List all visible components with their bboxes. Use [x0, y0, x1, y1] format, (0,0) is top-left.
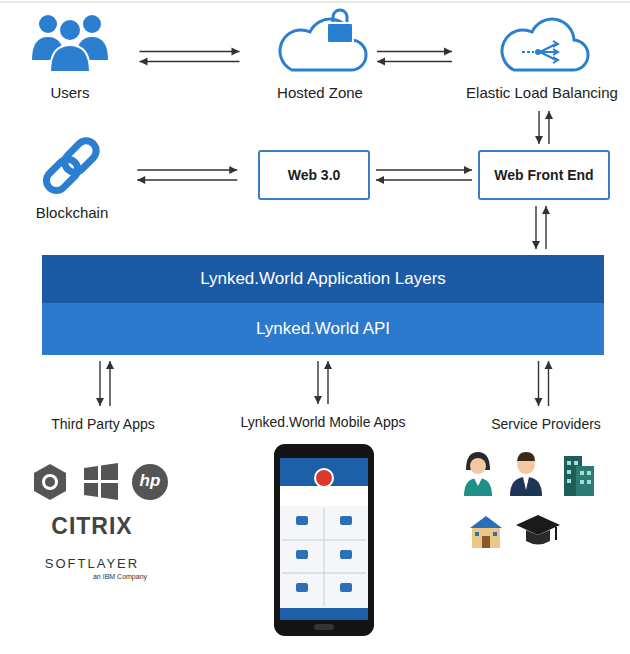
arrow-head — [444, 48, 452, 56]
double-arrow — [377, 48, 452, 66]
arrow-head — [376, 176, 384, 184]
node-text: Users — [50, 84, 89, 101]
node-text: Elastic Load Balancing — [466, 84, 618, 101]
school-icon — [470, 516, 502, 548]
arrow-head — [545, 111, 553, 119]
node-text: Lynked.World API — [256, 319, 390, 339]
double-arrow — [140, 48, 240, 66]
arrow-line — [377, 61, 452, 62]
icon-node: Users — [30, 8, 110, 105]
arrow-head — [96, 398, 104, 406]
double-arrow — [376, 166, 472, 184]
arrow-line — [376, 169, 472, 170]
arrow-line — [377, 51, 452, 52]
person-man-icon — [510, 452, 542, 496]
arrow-line — [137, 179, 237, 180]
arrow-line — [137, 169, 237, 170]
node-text: Web 3.0 — [288, 167, 341, 183]
arrow-head — [324, 361, 332, 369]
node-text: Service Providers — [491, 416, 601, 432]
logo-subtext: an IBM Company — [93, 573, 147, 580]
arrow-head — [464, 166, 472, 174]
icon-node: Blockchain — [28, 128, 117, 225]
node-text: Blockchain — [36, 204, 109, 221]
group-caption: Lynked.World Mobile Apps — [233, 410, 414, 434]
node-text: Lynked.World Mobile Apps — [241, 414, 406, 430]
office-building-icon — [564, 456, 594, 496]
layer-band: Lynked.World Application Layers — [42, 255, 604, 303]
double-arrow — [535, 361, 553, 406]
hp-logo — [132, 464, 168, 500]
arrow-head — [535, 398, 543, 406]
double-arrow — [535, 111, 553, 144]
layer-band: Lynked.World API — [42, 303, 604, 355]
arrow-head — [542, 206, 550, 214]
arrow-line — [140, 51, 240, 52]
double-arrow — [532, 206, 550, 249]
users-icon — [32, 15, 108, 72]
process-box: Web 3.0 — [258, 150, 370, 200]
arrow-head — [532, 241, 540, 249]
arrow-head — [140, 58, 148, 66]
chrome-logo — [34, 464, 66, 500]
double-arrow — [137, 166, 237, 184]
node-text: Third Party Apps — [51, 416, 155, 432]
group-caption: Service Providers — [483, 412, 609, 436]
node-text: Lynked.World Application Layers — [200, 269, 446, 289]
double-arrow — [96, 361, 114, 406]
arrow-head — [545, 361, 553, 369]
process-box: Web Front End — [478, 150, 610, 200]
phone-illustration — [274, 444, 374, 636]
double-arrow — [314, 361, 332, 404]
group-caption: Third Party Apps — [38, 412, 168, 436]
cloud-lock-icon — [280, 10, 366, 70]
chain-icon — [42, 137, 100, 195]
graduation-cap-icon — [516, 515, 560, 545]
windows-logo — [84, 463, 118, 500]
node-text: Hosted Zone — [277, 84, 363, 101]
logo-text: SOFTLAYER — [45, 556, 139, 571]
icon-node: Elastic Load Balancing — [458, 8, 626, 105]
person-woman-icon — [464, 452, 492, 496]
logo-text: hp — [140, 471, 161, 491]
top-rule — [0, 2, 630, 3]
arrow-head — [377, 58, 385, 66]
arrow-head — [232, 48, 240, 56]
node-text: Web Front End — [494, 167, 593, 183]
arrow-head — [137, 176, 145, 184]
logo-text: CITRIX — [51, 513, 132, 540]
arrow-head — [535, 136, 543, 144]
arrow-line — [140, 61, 240, 62]
arrow-head — [314, 396, 322, 404]
arrow-head — [229, 166, 237, 174]
icon-node: Hosted Zone — [269, 8, 371, 105]
load-balancer-icon — [502, 19, 588, 70]
arrow-line — [376, 179, 472, 180]
arrow-head — [106, 361, 114, 369]
